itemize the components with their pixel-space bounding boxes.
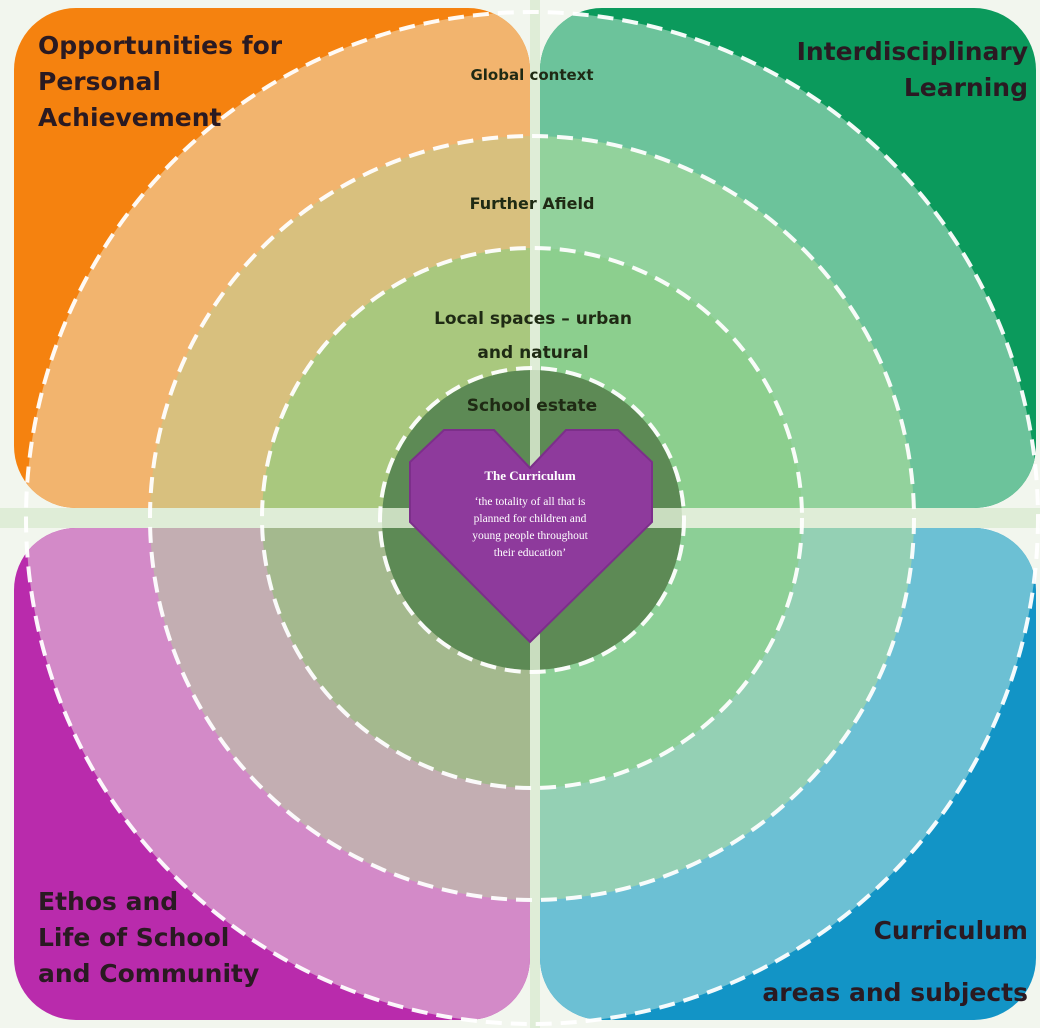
label-further-afield: Further Afield: [469, 194, 595, 213]
label-interdisciplinary-learning: Interdisciplinary Learning: [796, 37, 1028, 102]
heart-title: The Curriculum: [484, 468, 576, 483]
heart-quote: ‘the totality of all that is planned for…: [472, 496, 588, 559]
label-local-spaces: Local spaces – urban and natural: [434, 309, 632, 363]
curriculum-heart: [409, 429, 653, 644]
label-curriculum-areas: Curriculum areas and subjects: [762, 916, 1028, 1007]
ring-local-outline: [260, 246, 804, 790]
label-global-context: Global context: [470, 66, 594, 84]
ring-global-outline: [24, 10, 1040, 1026]
label-school-estate: School estate: [466, 396, 598, 416]
ring-school-outline: [378, 366, 686, 674]
label-personal-achievement: Opportunities for Personal Achievement: [38, 31, 283, 132]
ring-further-outline: [148, 134, 916, 902]
label-ethos-community: Ethos and Life of School and Community: [38, 887, 260, 988]
